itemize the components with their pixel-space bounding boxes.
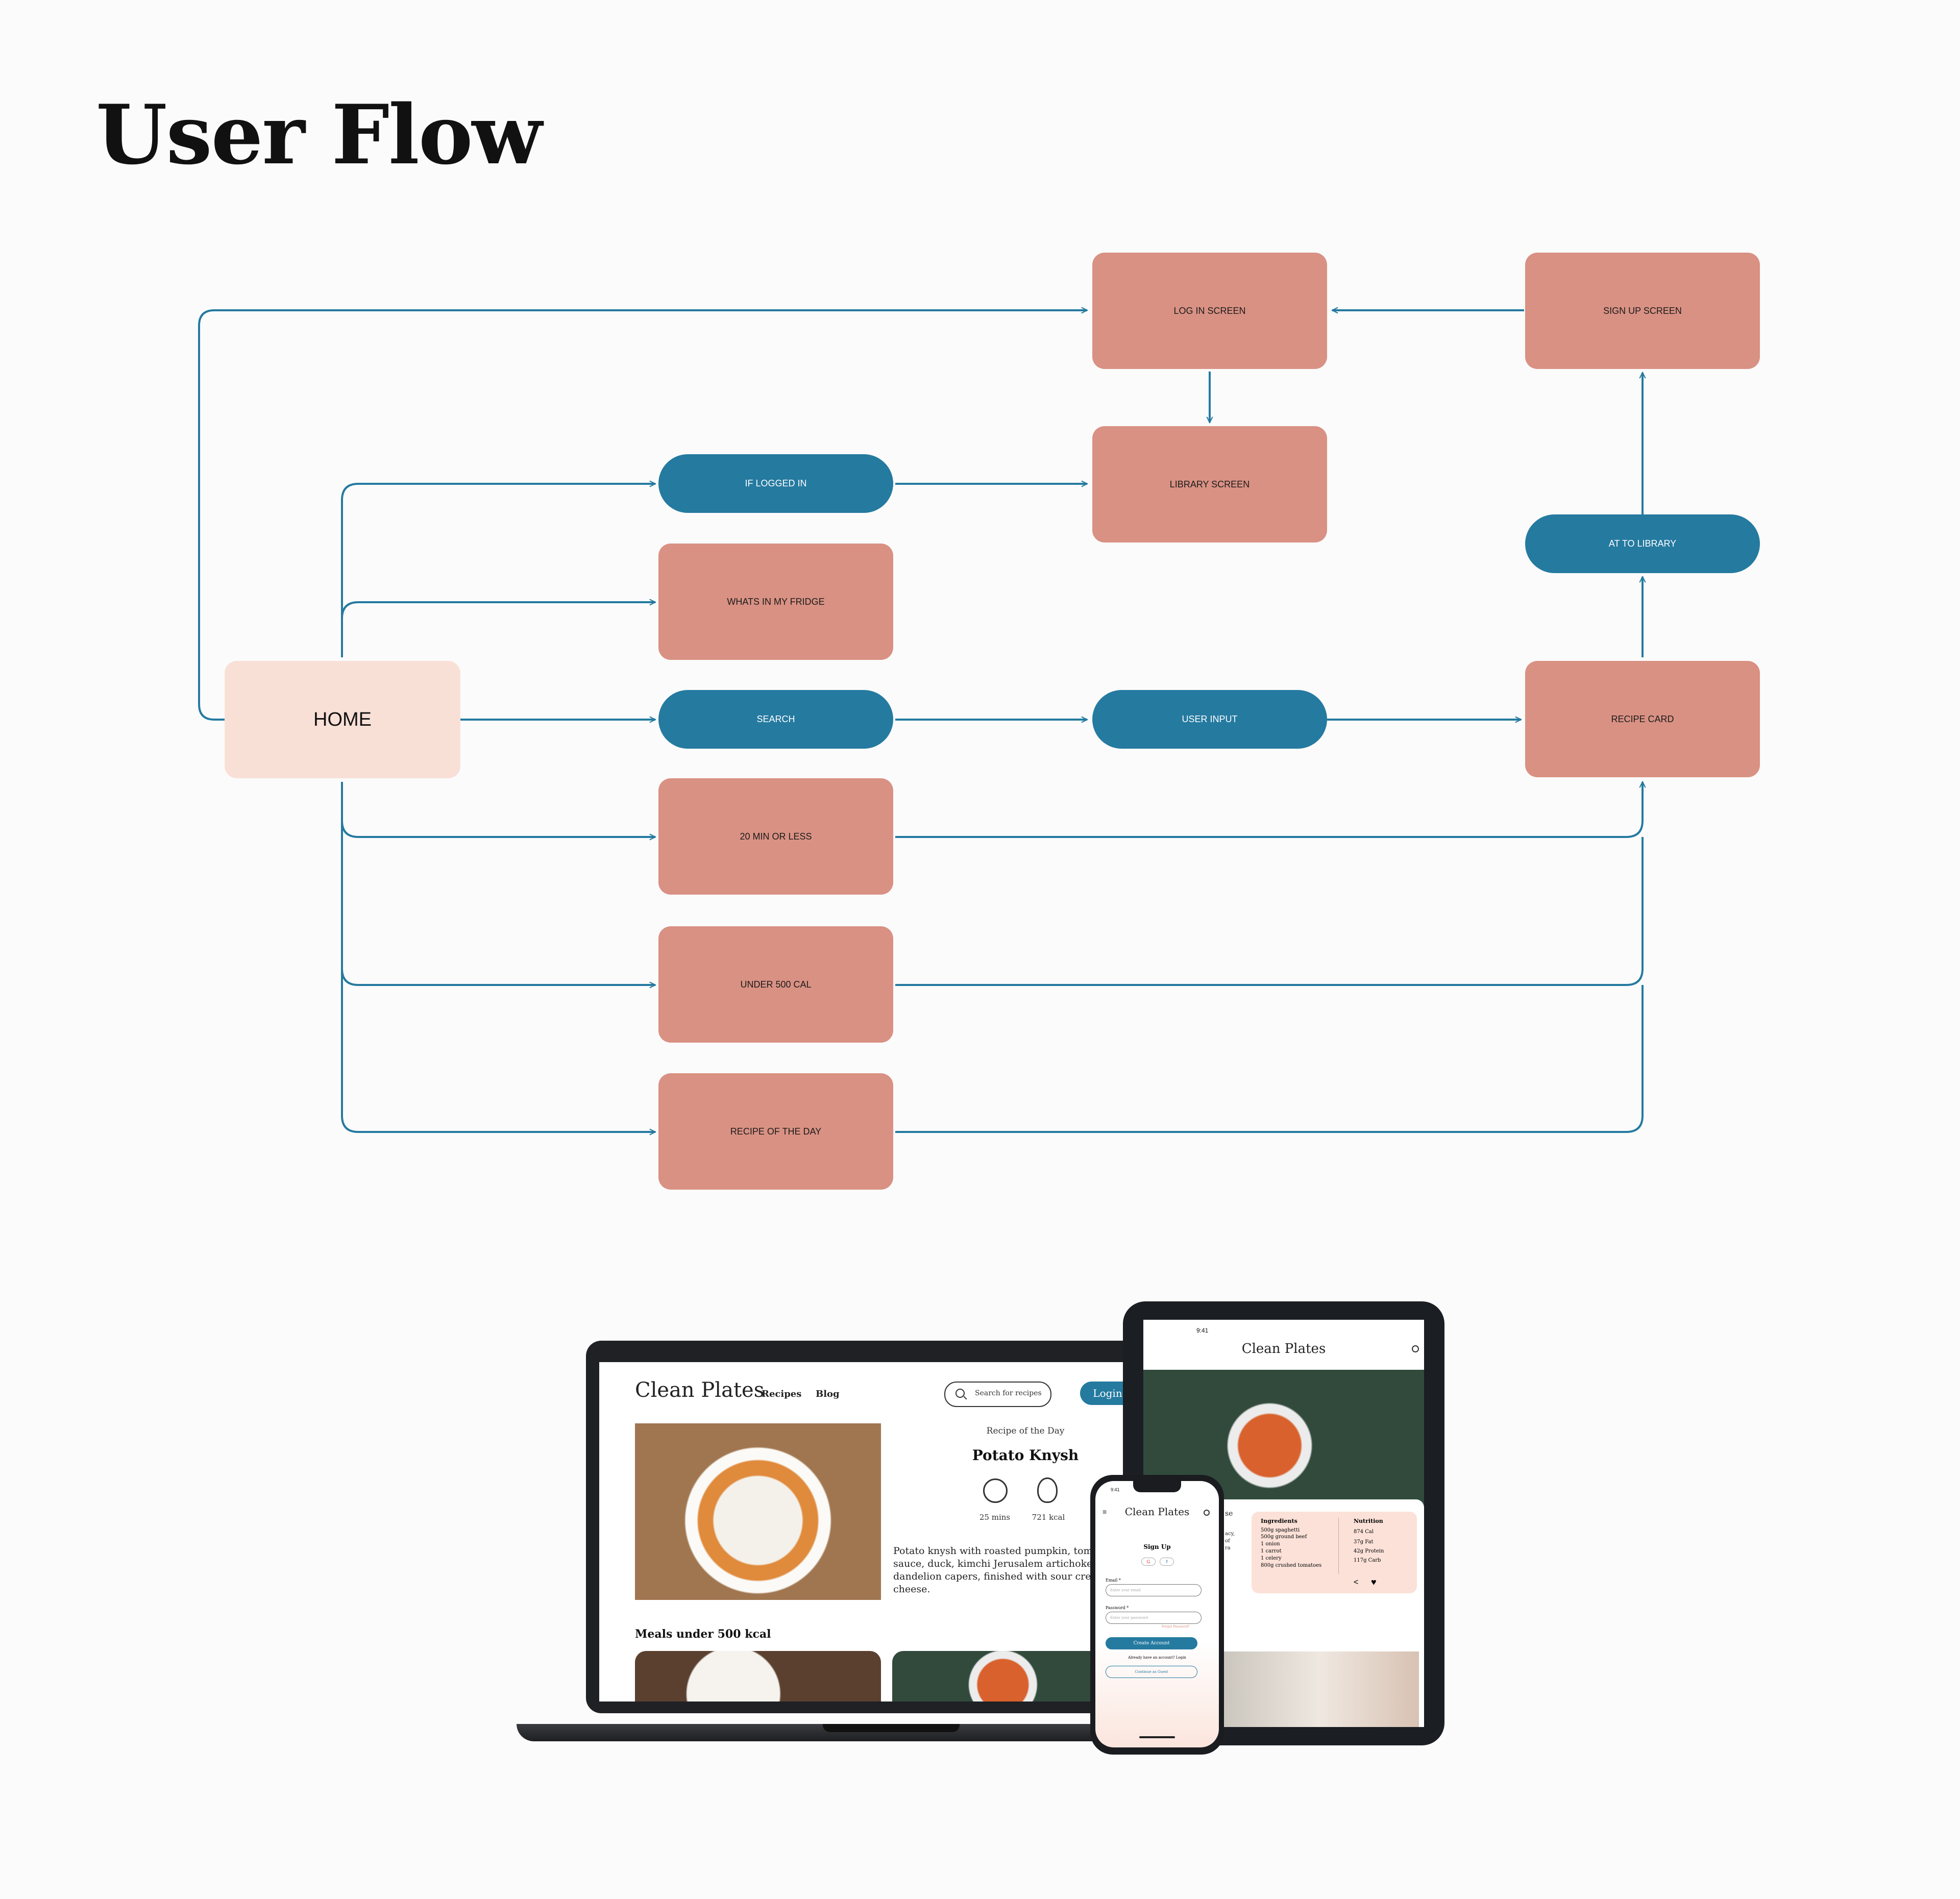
calories: 721 kcal: [1032, 1513, 1065, 1522]
node-home: HOME: [225, 661, 460, 778]
guest-button[interactable]: Continue as Guest: [1106, 1666, 1197, 1678]
nutrition-item: 874 Cal: [1354, 1529, 1374, 1535]
ingredient-item: 500g ground beef: [1261, 1534, 1307, 1540]
nav-recipes[interactable]: Recipes: [762, 1389, 802, 1399]
google-signin-button[interactable]: G: [1141, 1558, 1156, 1566]
connector-under500-recipecard: [895, 837, 1644, 986]
phone-brand-logo: Clean Plates: [1124, 1506, 1190, 1518]
tablet-partial-text: acy,: [1225, 1531, 1235, 1537]
node-under-500-cal: UNDER 500 CAL: [658, 926, 893, 1043]
search-placeholder: Search for recipes: [975, 1389, 1042, 1397]
node-recipe-card: RECIPE CARD: [1525, 661, 1760, 777]
prep-time: 25 mins: [979, 1513, 1011, 1522]
node-20-min-or-less: 20 MIN OR LESS: [658, 778, 893, 895]
menu-icon[interactable]: ≡: [1102, 1508, 1107, 1516]
heart-icon[interactable]: ♥: [1371, 1577, 1377, 1587]
laptop-mockup: Clean Plates Recipes Blog Search for rec…: [586, 1341, 1162, 1713]
node-sign-up-screen: SIGN UP SCREEN: [1525, 253, 1760, 369]
rotd-label: Recipe of the Day: [986, 1426, 1065, 1436]
search-icon: [955, 1389, 965, 1398]
node-log-in-screen: LOG IN SCREEN: [1092, 253, 1327, 369]
email-field[interactable]: Enter your email: [1106, 1584, 1202, 1596]
tablet-prep-image: [1220, 1651, 1419, 1727]
password-label: Password *: [1106, 1606, 1129, 1610]
nutrition-item: 117g Carb: [1354, 1558, 1381, 1563]
connector-home-rotd: [341, 782, 655, 1132]
nutrition-title: Nutrition: [1354, 1518, 1383, 1524]
node-if-logged-in: IF LOGGED IN: [658, 454, 893, 513]
node-user-input: USER INPUT: [1092, 690, 1327, 749]
section-heading: Meals under 500 kcal: [635, 1627, 771, 1641]
tablet-status-time: 9:41: [1196, 1327, 1209, 1334]
flow-connectors: [198, 0, 1960, 1225]
laptop-brand-logo: Clean Plates: [635, 1378, 765, 1402]
search-icon[interactable]: [1204, 1510, 1210, 1516]
clock-icon: [983, 1478, 1008, 1503]
signup-heading: Sign Up: [1143, 1543, 1171, 1550]
node-library-screen: LIBRARY SCREEN: [1092, 426, 1327, 542]
node-at-to-library: AT TO LIBRARY: [1525, 514, 1760, 573]
nutrition-item: 37g Fat: [1354, 1539, 1374, 1545]
page-title: User Flow: [96, 87, 542, 183]
connector-home-20min: [341, 782, 655, 837]
phone-notch: [1133, 1481, 1181, 1492]
connector-home-login: [198, 310, 1087, 721]
password-field[interactable]: Enter your password: [1106, 1612, 1202, 1624]
recipe-hero-image: [635, 1423, 881, 1600]
share-icon[interactable]: <: [1354, 1578, 1359, 1587]
recipe-title: Potato Knysh: [972, 1447, 1079, 1464]
ingredient-item: 800g crushed tomatoes: [1261, 1563, 1322, 1568]
ingredients-title: Ingredients: [1261, 1518, 1297, 1524]
phone-status-time: 9:41: [1111, 1487, 1120, 1492]
facebook-signin-button[interactable]: f: [1160, 1558, 1174, 1566]
tablet-brand-logo: Clean Plates: [1241, 1341, 1326, 1357]
phone-mockup: 9:41 ≡ Clean Plates Sign Up G f Email * …: [1090, 1475, 1224, 1755]
node-whats-in-my-fridge: WHATS IN MY FRIDGE: [658, 544, 893, 660]
create-account-button[interactable]: Create Account: [1106, 1637, 1197, 1649]
nutrition-item: 42g Protein: [1354, 1548, 1384, 1554]
panel-divider: [1338, 1518, 1339, 1574]
ingredients-panel: Ingredients 500g spaghetti 500g ground b…: [1252, 1512, 1417, 1593]
nav-blog[interactable]: Blog: [816, 1389, 840, 1399]
tablet-partial-text: ra: [1225, 1545, 1231, 1551]
calorie-icon: [1037, 1477, 1058, 1503]
login-prompt[interactable]: Already have an account? Login: [1128, 1656, 1186, 1660]
password-placeholder: Enter your password: [1110, 1616, 1148, 1620]
phone-screen: 9:41 ≡ Clean Plates Sign Up G f Email * …: [1095, 1481, 1219, 1747]
search-icon[interactable]: [1412, 1345, 1419, 1352]
ingredient-item: 1 carrot: [1261, 1548, 1282, 1554]
tablet-partial-text: of: [1225, 1538, 1230, 1544]
connector-rotd-recipecard: [895, 985, 1644, 1133]
node-recipe-of-the-day: RECIPE OF THE DAY: [658, 1073, 893, 1190]
connector-home-ifloggedin: [341, 484, 655, 657]
connector-home-under500: [341, 782, 655, 985]
forgot-password-link[interactable]: Forgot Password?: [1162, 1625, 1190, 1629]
email-placeholder: Enter your email: [1110, 1588, 1141, 1592]
tablet-partial-text: se: [1225, 1510, 1233, 1518]
ingredient-item: 500g spaghetti: [1261, 1527, 1300, 1533]
search-icon-handle: [963, 1396, 967, 1400]
home-indicator: [1139, 1736, 1175, 1738]
laptop-notch: [823, 1724, 960, 1732]
recipe-description: Potato knysh with roasted pumpkin, tomat…: [893, 1545, 1130, 1595]
ingredient-item: 1 onion: [1261, 1541, 1280, 1547]
laptop-search-input[interactable]: Search for recipes: [944, 1382, 1051, 1407]
email-label: Email *: [1106, 1578, 1121, 1583]
connector-20min-recipecard: [895, 782, 1643, 838]
node-search: SEARCH: [658, 690, 893, 749]
connector-home-fridge: [341, 602, 655, 657]
meal-card-image[interactable]: [635, 1651, 881, 1701]
ingredient-item: 1 celery: [1261, 1556, 1282, 1561]
laptop-screen: Clean Plates Recipes Blog Search for rec…: [599, 1362, 1148, 1701]
